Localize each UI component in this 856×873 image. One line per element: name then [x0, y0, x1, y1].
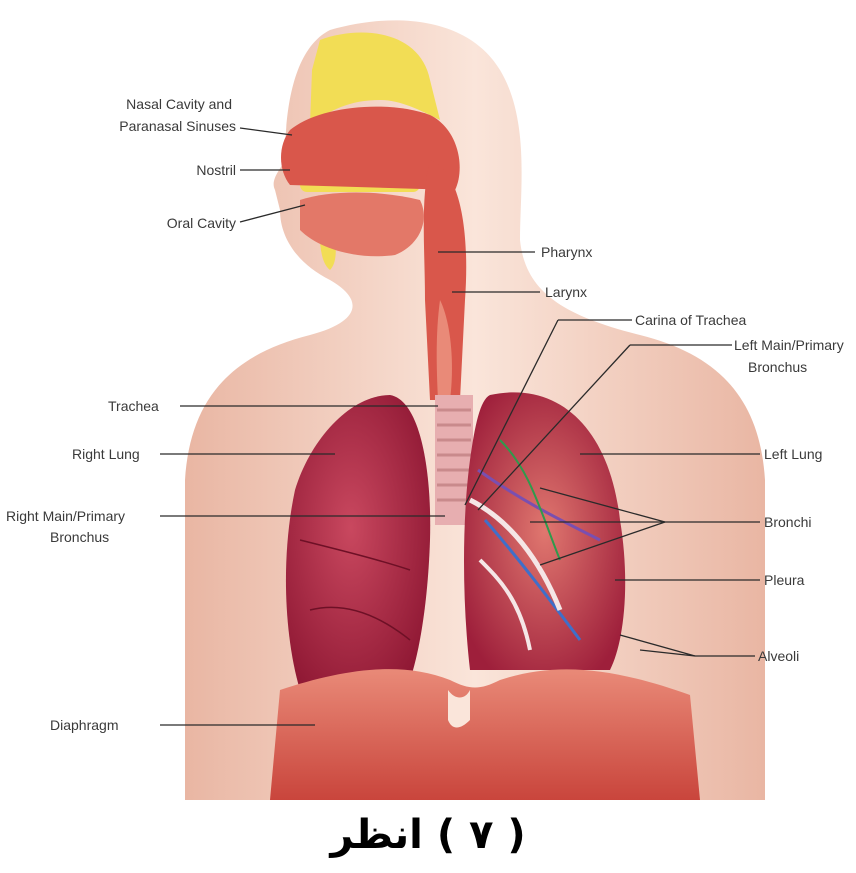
label-trachea: Trachea — [108, 398, 159, 414]
label-oral-cavity: Oral Cavity — [167, 215, 236, 231]
label-diaphragm: Diaphragm — [50, 717, 118, 733]
label-left-bronchus-line1: Left Main/Primary — [734, 337, 844, 353]
label-nasal-cavity-line2: Paranasal Sinuses — [119, 118, 236, 134]
label-alveoli: Alveoli — [758, 648, 799, 664]
body-silhouette — [185, 20, 765, 800]
label-right-lung: Right Lung — [72, 446, 140, 462]
figure-caption: ( ٧ ) انظر — [0, 812, 856, 858]
label-pleura: Pleura — [764, 572, 805, 588]
label-left-bronchus-line2: Bronchus — [748, 359, 807, 375]
label-left-lung: Left Lung — [764, 446, 822, 462]
label-larynx: Larynx — [545, 284, 587, 300]
label-nasal-cavity-line1: Nasal Cavity and — [126, 96, 232, 112]
label-right-bronchus-line1: Right Main/Primary — [6, 508, 125, 524]
label-bronchi: Bronchi — [764, 514, 811, 530]
label-nostril: Nostril — [196, 162, 236, 178]
label-carina: Carina of Trachea — [635, 312, 746, 328]
diaphragm — [270, 669, 700, 800]
label-right-bronchus-line2: Bronchus — [50, 529, 109, 545]
label-pharynx: Pharynx — [541, 244, 592, 260]
